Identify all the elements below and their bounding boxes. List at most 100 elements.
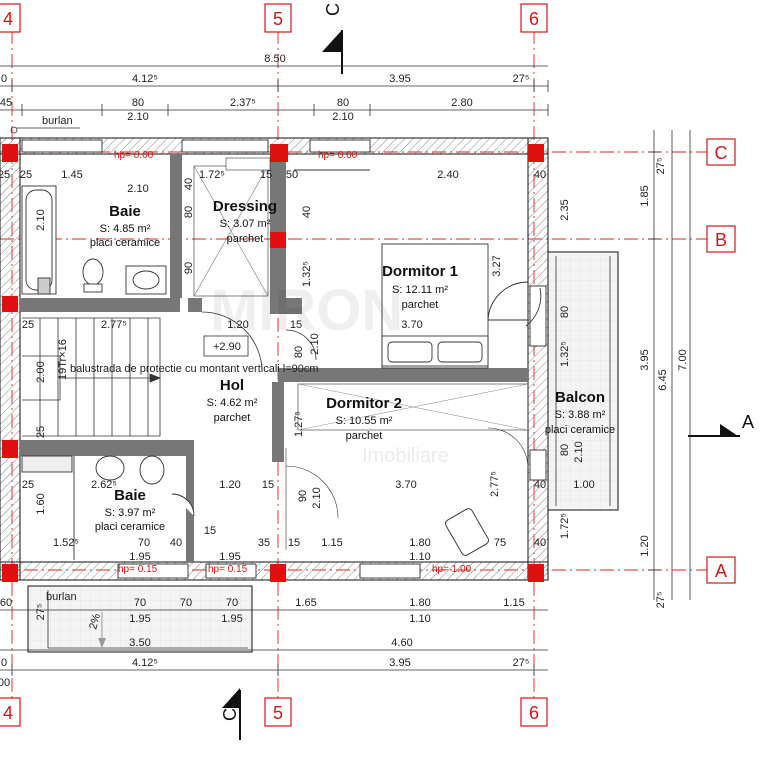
room-baie1-name: Baie [109,203,141,220]
room-balcon-area: S: 3.88 m² [555,409,606,421]
dim-bot-r1b-0: 1.95 [129,613,150,625]
dim-b1-0: 25 [0,169,10,181]
dim-top-r2b-0: 2.10 [127,111,148,123]
dim-top-r1-1: 4.12⁵ [132,73,158,85]
dim-top-r1-2: 3.95 [389,73,410,85]
dim-b2-4: 70 [138,537,150,549]
dim-bl-4: 40 [534,479,546,491]
dim-h-4: 2.10 [309,333,321,354]
dim-total-top: 8.50 [264,53,285,65]
dim-right-c1-1: 1.85 [639,185,651,206]
dim-h-6: 25 [35,426,47,438]
dim-bot-r3-0: 0 [1,657,7,669]
dim-h-0: 2.77⁵ [101,319,127,331]
dim-d2-8: 75 [494,537,506,549]
dim-b1-2: 2.10 [127,183,148,195]
dim-bot-r1-1: 70 [134,597,146,609]
dim-d2-0: 1.27⁵ [293,411,305,437]
dim-dr-5: 90 [183,262,195,274]
section-marker-a: A [688,412,754,437]
dim-top-r2-1: 80 [132,97,144,109]
watermark-logo: MIRON [210,278,403,343]
axis-top-6: 6 [529,9,539,29]
dim-d2-3: 90 [297,490,309,502]
dim-bot-r2-1: 4.60 [391,637,412,649]
dim-right-c3: 7.00 [677,349,689,370]
dim-top-r2-3: 80 [337,97,349,109]
dim-dr-0: 1.72⁵ [199,169,225,181]
hp-label-5: hp= 1.00 [432,564,472,575]
dim-right-c1-3: 1.20 [639,535,651,556]
dim-bl-1: 1.32⁵ [559,341,571,367]
axis-bottom-4: 4 [3,703,13,723]
dim-h-1: 25 [22,319,34,331]
dorm1-furniture [294,169,542,369]
dim-bl-3: 2.10 [573,441,585,462]
dim-bot-r1-3: 70 [226,597,238,609]
dim-h-9: 15 [204,525,216,537]
room-hol-finish: parchet [214,412,251,424]
axis-labels-top: 4 5 6 [0,3,548,33]
dim-d2-5: 2.77⁵ [489,471,501,497]
burlan-top-label: burlan [42,115,73,127]
dim-bot-r3-1: 4.12⁵ [132,657,158,669]
dim-b1-3: 2.10 [35,209,47,230]
dim-d1-2: 3.27 [491,255,503,276]
dim-b2-10: 1.10 [409,551,430,563]
dim-top-r2-4: 2.80 [451,97,472,109]
staircase [22,311,317,437]
hp-label-1: hp= 0.00 [114,150,154,161]
dims-top [0,65,549,116]
dim-bot-r1-4: 1.65 [295,597,316,609]
dim-d1-1: 2.35 [559,199,571,220]
inner-dims: 25 25 1.45 2.10 2.10 1.72⁵ 15 50 40 80 9… [0,169,595,563]
dim-b2-5: 40 [170,537,182,549]
dim-right-c2: 6.45 [657,369,669,390]
room-balcon-name: Balcon [555,389,605,406]
stair-treads: 19Tr×16 [57,339,69,380]
dim-d1-3: 1.32⁵ [301,261,313,287]
room-hol-area: S: 4.62 m² [207,397,258,409]
dim-top-r2-0: 45 [0,97,12,109]
dim-h-3: 15 [290,319,302,331]
room-labels: Baie S: 4.85 m² placi ceramice Dressing … [90,198,615,533]
dim-b2-8: 35 [258,537,270,549]
dim-h-7: 1.20 [219,479,240,491]
dim-dr-4: 80 [183,206,195,218]
dim-bot-r1b-1: 1.95 [221,613,242,625]
dim-bl-6: 1.72⁵ [559,513,571,539]
dim-bl-5: 1.00 [573,479,594,491]
bottom-terrace [27,585,253,653]
dorm2-furniture [285,383,529,556]
dim-d2-7: 1.80 [409,537,430,549]
windows [21,139,547,579]
room-baie2-finish: placi ceramice [95,521,165,533]
hp-label-3: hp= 0.15 [118,564,158,575]
bath1-fixtures [21,185,167,295]
bath2-fixtures [21,455,195,560]
hp-label-4: hp= 0.15 [208,564,248,575]
dim-top-r1-0: 0 [1,73,7,85]
room-dormitor1-finish: parchet [402,299,439,311]
dim-b2-7: 1.95 [219,551,240,563]
dim-dr-3: 40 [183,178,195,190]
dim-bl-2: 80 [559,444,571,456]
dim-b2-6: 1.95 [129,551,150,563]
room-dressing-area: S: 3.07 m² [220,218,271,230]
dim-right-c1-0: 27⁵ [655,158,667,175]
dim-bot-r1-5: 1.80 [409,597,430,609]
dim-bot-r1-6: 1.15 [503,597,524,609]
dim-h-5: 2.00 [35,361,47,382]
dim-top-r2b-1: 2.10 [332,111,353,123]
axis-labels-bottom: 4 5 6 [0,697,548,727]
section-marker-c-bottom: C [220,688,241,740]
dim-d2-6: 1.15 [321,537,342,549]
room-dressing-name: Dressing [213,198,277,215]
dim-bot-r1b-2: 1.10 [409,613,430,625]
dim-right-c1-4: 27⁵ [655,592,667,609]
dim-bot-terrace-h: 27⁵ [35,604,47,621]
dim-d1-0: 2.40 [437,169,458,181]
dim-top-r1-3: 27⁵ [513,73,530,85]
room-dormitor2-finish: parchet [346,430,383,442]
